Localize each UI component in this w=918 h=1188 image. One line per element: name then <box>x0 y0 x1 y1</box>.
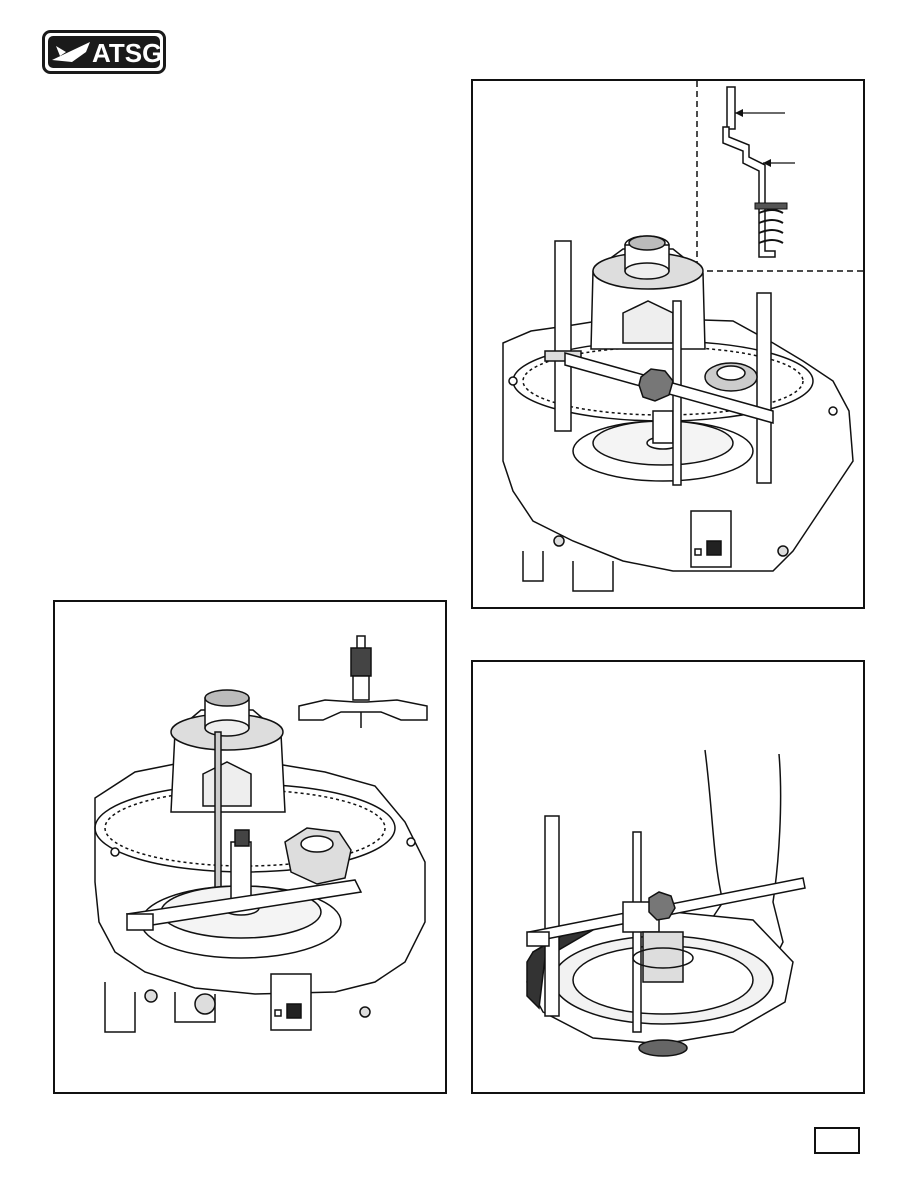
case-cover-illustration <box>526 749 806 1057</box>
gauge-bar-clip-assembly-figure <box>471 79 865 609</box>
logo-text: ATSG <box>92 38 162 68</box>
page-number-box <box>814 1127 860 1154</box>
depth-micrometer-measurement-figure <box>53 600 447 1094</box>
transaxle-case-illustration <box>94 689 426 1033</box>
depth-micrometer-tool <box>298 635 428 728</box>
atsg-logo: ATSG <box>42 30 166 74</box>
transaxle-case-illustration <box>502 235 854 592</box>
jet-icon <box>52 42 90 62</box>
clip-detail-inset <box>696 81 863 272</box>
measuring-tool-on-case-figure <box>471 660 865 1094</box>
